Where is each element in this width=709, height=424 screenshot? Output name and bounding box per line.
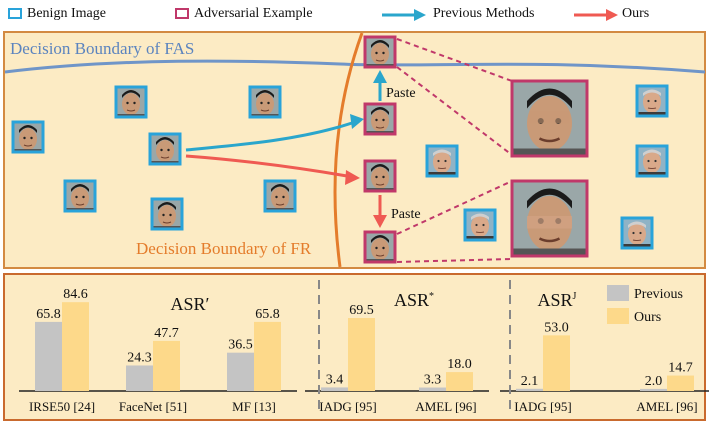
benign-face-5 — [263, 179, 297, 213]
value-label-previous-2-1: 3.4 — [326, 372, 344, 387]
target-face-5 — [620, 216, 654, 250]
category-label-2-1: IADG [95] — [319, 399, 376, 414]
category-label-2-2: AMEL [96] — [415, 399, 476, 414]
value-label-ours-3-2: 14.7 — [668, 361, 693, 376]
bar-previous-2-2 — [419, 387, 446, 391]
fr-boundary-label: Decision Boundary of FR — [136, 239, 312, 258]
paste-label-ours: Paste — [391, 207, 421, 222]
benign-face-1 — [114, 85, 148, 119]
fas-boundary-curve — [4, 59, 706, 74]
paste-label-previous: Paste — [386, 86, 416, 101]
adversarial-face-prev — [363, 102, 397, 136]
bar-previous-3-1 — [516, 388, 543, 391]
ours-legend-label: Ours — [622, 6, 650, 21]
chart-title-3: ASRJ — [538, 290, 577, 310]
bar-ours-3-1 — [543, 335, 570, 391]
bar-previous-1-3 — [227, 352, 254, 391]
previous-legend-arrow — [382, 9, 426, 21]
category-label-1-2: FaceNet [51] — [119, 399, 187, 414]
previous-method-arrow — [185, 121, 353, 152]
chart-title-superscript-3: J — [573, 291, 577, 302]
benign-face-3 — [11, 120, 45, 154]
bar-ours-3-2 — [667, 375, 694, 391]
zoomed-adversarial-ours — [510, 179, 589, 258]
value-label-previous-1-3: 36.5 — [228, 338, 253, 353]
zoom-line-4 — [396, 258, 513, 263]
previous-legend-label: Previous Methods — [433, 6, 535, 21]
benign-face-6 — [150, 197, 184, 231]
paste-arrowhead-ours — [373, 215, 387, 228]
bar-previous-3-2 — [640, 388, 667, 391]
benign-legend-label: Benign Image — [27, 6, 106, 21]
target-face-4 — [463, 208, 497, 242]
value-label-previous-2-2: 3.3 — [424, 373, 442, 388]
chart-legend-ours-label: Ours — [634, 310, 661, 325]
chart-legend-previous-swatch — [607, 285, 629, 301]
target-face-1 — [635, 84, 669, 118]
target-face-3 — [635, 144, 669, 178]
benign-face-4 — [63, 179, 97, 213]
value-label-ours-1-2: 47.7 — [154, 326, 179, 341]
category-label-1-1: IRSE50 [24] — [29, 399, 95, 414]
fas-boundary-label: Decision Boundary of FAS — [10, 39, 194, 58]
value-label-ours-1-3: 65.8 — [255, 307, 280, 322]
ours-legend-arrow — [574, 9, 618, 21]
previous-method-arrowhead — [350, 114, 364, 129]
bar-ours-1-3 — [254, 321, 281, 391]
benign-face-source — [148, 132, 182, 166]
value-label-previous-3-2: 2.0 — [645, 374, 663, 389]
value-label-previous-1-2: 24.3 — [127, 350, 152, 365]
chart-legend-ours-swatch — [607, 308, 629, 324]
value-label-ours-2-2: 18.0 — [447, 357, 472, 372]
benign-face-2 — [248, 85, 282, 119]
bar-previous-2-1 — [321, 387, 348, 391]
adversarial-face-ours-pasted — [363, 230, 397, 264]
adversarial-legend-label: Adversarial Example — [194, 6, 313, 21]
adversarial-legend-swatch — [175, 8, 189, 19]
value-label-previous-1-1: 65.8 — [36, 307, 61, 322]
fr-boundary-curve — [333, 32, 364, 268]
zoom-line-3 — [396, 180, 513, 235]
adversarial-face-prev-pasted — [363, 35, 397, 69]
adversarial-face-ours — [363, 159, 397, 193]
value-label-ours-1-1: 84.6 — [63, 287, 88, 302]
chart-title-1: ASR′ — [171, 294, 210, 314]
category-label-1-3: MF [13] — [232, 399, 276, 414]
ours-arrow — [185, 154, 348, 178]
value-label-previous-3-1: 2.1 — [521, 374, 539, 389]
benign-legend-swatch — [8, 8, 22, 19]
target-face-2 — [425, 144, 459, 178]
category-label-3-2: AMEL [96] — [636, 399, 697, 414]
chart-legend-previous-label: Previous — [634, 287, 683, 302]
value-label-ours-2-1: 69.5 — [349, 303, 374, 318]
zoom-line-1 — [396, 38, 513, 82]
zoomed-adversarial-previous — [510, 79, 589, 158]
decision-boundary-panel — [3, 31, 706, 269]
bar-ours-2-1 — [348, 318, 375, 391]
bar-previous-1-1 — [35, 321, 62, 391]
chart-title-superscript-2: * — [429, 291, 434, 302]
chart-title-2: ASR* — [394, 290, 434, 310]
bar-previous-1-2 — [126, 365, 153, 391]
bar-ours-1-2 — [153, 340, 180, 391]
bar-ours-2-2 — [446, 372, 473, 391]
category-label-3-1: IADG [95] — [514, 399, 571, 414]
value-label-ours-3-1: 53.0 — [544, 320, 569, 335]
zoom-line-2 — [396, 66, 513, 156]
bar-ours-1-1 — [62, 302, 89, 391]
paste-arrowhead-previous — [373, 70, 387, 83]
ours-arrowhead — [345, 170, 360, 185]
figure-legend: Benign Image Adversarial Example Previou… — [0, 0, 709, 30]
